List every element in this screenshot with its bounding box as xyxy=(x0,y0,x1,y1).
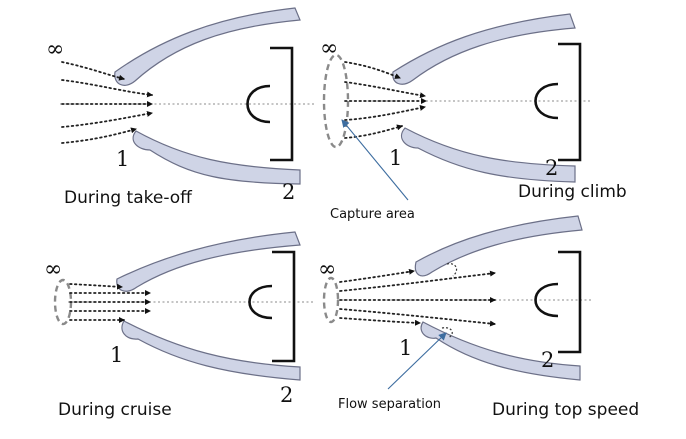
station-2-label: 2 xyxy=(545,156,558,180)
upper-inlet-lip xyxy=(114,7,301,86)
capture-area-annotation: Capture area xyxy=(330,207,415,222)
panel-caption: During cruise xyxy=(58,400,172,420)
streamline xyxy=(61,127,137,144)
streamline xyxy=(339,268,415,283)
streamline xyxy=(344,81,426,99)
station-2-label: 2 xyxy=(282,180,295,204)
engine-face-bracket xyxy=(558,250,582,354)
station-2-label: 2 xyxy=(280,383,293,407)
streamline xyxy=(61,79,153,98)
upper-inlet-lip xyxy=(116,231,301,292)
station-1-label: 1 xyxy=(116,147,129,171)
streamline xyxy=(339,308,496,327)
panel-cruise: ∞ 1 2 During cruise xyxy=(44,231,315,420)
streamline xyxy=(61,110,153,128)
station-1-label: 1 xyxy=(110,343,123,367)
station-2-label: 2 xyxy=(541,348,554,372)
flow-separation-bubble-lower xyxy=(441,327,453,339)
lower-inlet-lip xyxy=(121,320,301,381)
lower-inlet-lip xyxy=(420,321,581,381)
freestream-infinity-label: ∞ xyxy=(44,257,62,282)
freestream-infinity-label: ∞ xyxy=(46,37,64,62)
streamline xyxy=(344,105,426,121)
spinner-hub xyxy=(248,284,273,320)
panel-topspeed: ∞ 1 2 During top speed Flow separation xyxy=(318,215,639,420)
engine-face-bracket xyxy=(270,46,294,162)
lower-inlet-lip xyxy=(400,127,576,183)
panel-takeoff: ∞ 1 2 During take-off xyxy=(46,7,315,208)
streamline xyxy=(61,61,125,81)
spinner-hub xyxy=(534,282,559,318)
upper-inlet-lip xyxy=(392,13,576,85)
capture-area-leader-line xyxy=(341,119,409,201)
station-1-label: 1 xyxy=(389,146,402,170)
streamline xyxy=(344,124,403,139)
station-1-label: 1 xyxy=(399,336,412,360)
lower-inlet-lip xyxy=(132,130,301,185)
capture-area-ellipse xyxy=(322,276,340,324)
panel-climb: ∞ 1 2 During climb Capture area xyxy=(320,13,627,222)
freestream-infinity-label: ∞ xyxy=(320,36,338,61)
flow-separation-bubble-upper xyxy=(446,263,458,277)
capture-area-ellipse xyxy=(322,53,350,149)
spinner-hub xyxy=(534,82,559,120)
streamline xyxy=(69,283,123,290)
streamline xyxy=(339,317,421,326)
panel-caption: During climb xyxy=(518,182,627,202)
freestream-infinity-label: ∞ xyxy=(318,257,336,282)
streamline xyxy=(344,61,401,79)
panel-caption: During top speed xyxy=(492,400,639,420)
flow-separation-annotation: Flow separation xyxy=(338,397,441,412)
panel-caption: During take-off xyxy=(64,188,193,208)
flow-separation-leader-line xyxy=(387,332,447,390)
engine-face-bracket xyxy=(558,42,582,162)
spinner-hub xyxy=(246,84,271,124)
upper-inlet-lip xyxy=(414,215,583,277)
engine-face-bracket xyxy=(272,250,296,363)
streamline xyxy=(339,270,496,292)
